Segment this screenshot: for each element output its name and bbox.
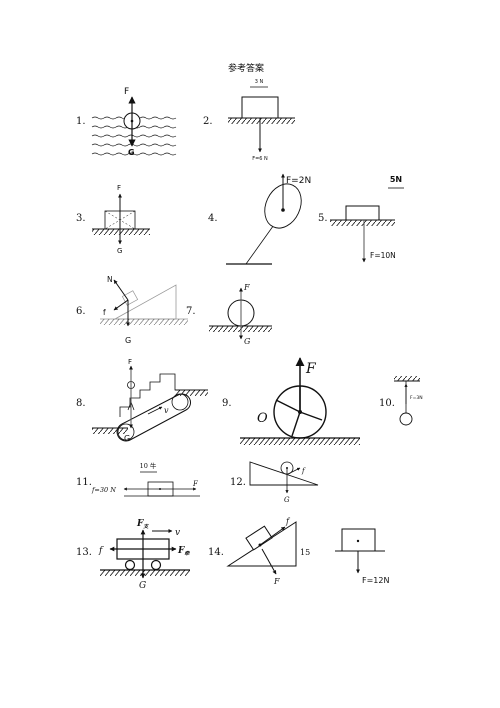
problem-number: 7. (186, 306, 196, 317)
stairs (119, 373, 200, 417)
problem-1: 1. F G (76, 87, 178, 163)
ground-hatch (100, 319, 188, 325)
problem-number: 2. (203, 116, 213, 127)
gravity-label: G (125, 336, 131, 345)
problem-10: 10. F=3N (379, 376, 423, 426)
ground-hatch (240, 438, 360, 445)
force-label: F (128, 358, 132, 366)
friction-arrow (287, 467, 301, 475)
force-label: F=6 N (252, 156, 268, 162)
gravity-label: G (128, 148, 135, 157)
friction-arrow (113, 299, 129, 311)
ball (399, 412, 413, 426)
support-label: F支 (136, 519, 149, 530)
problem-number: 4. (208, 213, 218, 224)
problem-7: 7. F G (186, 283, 272, 346)
force-label: F=12N (362, 576, 389, 585)
center-label: O (257, 411, 268, 426)
gravity-label: G (117, 247, 122, 255)
friction-label: f (285, 517, 291, 526)
pressure-arrow (261, 548, 277, 575)
block (345, 205, 380, 221)
problem-number: 14. (208, 547, 224, 558)
problem-15: 15 F=12N (300, 528, 389, 585)
cart-wheel (124, 559, 136, 571)
block (241, 96, 279, 119)
scale-label: 3 N (255, 79, 264, 85)
velocity-label: v (175, 528, 180, 538)
force-label: F (117, 184, 121, 192)
block (121, 290, 139, 306)
force-label: F (243, 283, 250, 292)
problem-2: 2. 3 N F=6 N (203, 79, 295, 162)
problem-4: 4. F=2N (208, 173, 311, 265)
normal-force-arrow (113, 279, 129, 301)
page-title: 参考答案 (228, 62, 264, 74)
friction-label: f (98, 546, 104, 556)
string (245, 221, 277, 265)
velocity-arrow (147, 406, 163, 415)
force-label: F=2N (286, 176, 311, 186)
ground-hatch (100, 570, 190, 576)
block (245, 525, 273, 551)
gravity-label: G (124, 434, 130, 443)
incline (113, 284, 177, 320)
velocity-label: v (164, 406, 169, 415)
ceiling-hatch (394, 376, 420, 381)
normal-label: N (107, 275, 113, 284)
cart-wheel (150, 559, 162, 571)
problem-8: 8. F v G (76, 358, 208, 443)
friction-label: f (103, 308, 106, 317)
pull-label: F (192, 480, 199, 488)
problem-9: 9. F O (222, 357, 360, 445)
problem-13: 13. F支 v f F牵 G (76, 519, 190, 591)
gravity-label: G (139, 581, 146, 591)
wheel-segment (291, 411, 301, 437)
problem-number: 13. (76, 547, 92, 558)
problem-14: 14. f F (208, 517, 297, 586)
problem-number: 11. (76, 477, 92, 488)
force-label: F (305, 361, 317, 377)
problem-number: 10. (379, 398, 395, 409)
problem-number: 6. (76, 306, 86, 317)
problem-number: 5. (318, 213, 328, 224)
force-label: F (124, 87, 129, 97)
problem-number: 3. (76, 213, 86, 224)
problem-number: 12. (230, 477, 246, 488)
center-dot (356, 539, 360, 543)
force-label: F=10N (370, 251, 396, 260)
problem-number: 9. (222, 398, 232, 409)
wheel-segment (299, 411, 323, 421)
ground-hatch (92, 229, 150, 235)
problem-3: 3. F G (76, 184, 150, 255)
ground-hatch (330, 220, 395, 226)
bottom-floor-hatch (92, 428, 128, 434)
problem-12: 12. f G (230, 461, 319, 504)
friction-label: f (301, 467, 306, 475)
pull-label-subscript: 牵 (184, 550, 190, 557)
ground-hatch (228, 118, 295, 124)
friction-arrow (259, 526, 286, 546)
problem-number: 1. (76, 116, 86, 127)
pull-label: F牵 (177, 546, 190, 557)
pull-label-letter: F (177, 546, 185, 556)
force-label: F (273, 577, 280, 586)
friction-label: f=30 N (91, 486, 116, 494)
gravity-label: G (244, 337, 251, 346)
problem-number: 15 (300, 548, 310, 557)
problem-6: 6. N f G (76, 275, 188, 345)
problem-5: 5. 5N F=10N (318, 175, 404, 263)
scale-label: 5N (390, 175, 402, 184)
support-label-letter: F (136, 519, 144, 529)
force-label: F=3N (410, 395, 423, 401)
top-floor-hatch (175, 390, 208, 396)
support-label-subscript: 支 (143, 523, 149, 530)
gravity-label: G (284, 496, 290, 504)
problem-11: 11. 10 牛 f=30 N F (76, 461, 200, 497)
problem-number: 8. (76, 398, 86, 409)
scale-label: 10 牛 (140, 461, 157, 470)
